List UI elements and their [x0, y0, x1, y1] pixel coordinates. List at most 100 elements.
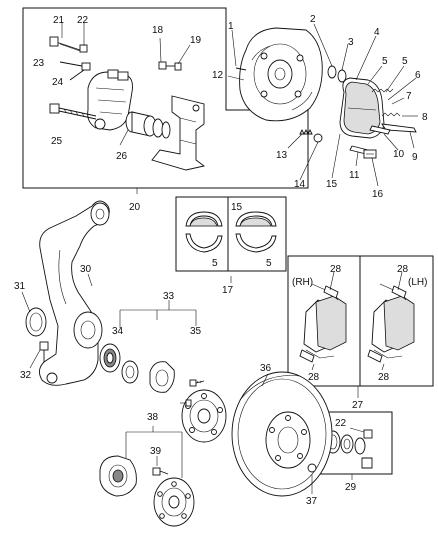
drum-brake-leaders — [227, 23, 418, 187]
callout-12: 12 — [212, 70, 224, 81]
shoe-set-left — [185, 211, 223, 253]
hub-assembly-flange-part — [153, 477, 195, 527]
hub-assembly-group — [99, 426, 195, 527]
caliper-leaders — [61, 22, 191, 194]
callout-3: 3 — [348, 37, 354, 48]
hub-part — [149, 361, 175, 393]
adjuster-spring-part — [381, 112, 401, 117]
label-rh: (RH) — [292, 277, 313, 288]
callout-33: 33 — [163, 291, 175, 302]
callout-28c: 28 — [308, 372, 320, 383]
shoe-set-group — [175, 196, 287, 283]
brake-pad-lh — [367, 283, 415, 363]
callout-13: 13 — [276, 150, 288, 161]
hub-bearing-group — [99, 300, 227, 443]
guide-bolt-part — [49, 103, 97, 120]
callout-35: 35 — [190, 326, 202, 337]
callout-38: 38 — [147, 412, 159, 423]
callout-5a: 5 — [382, 56, 388, 67]
pad-set-group — [287, 255, 434, 398]
callout-26: 26 — [116, 151, 128, 162]
seal-bolt-part — [361, 457, 373, 469]
pin-part — [235, 67, 247, 71]
callout-19: 19 — [190, 35, 202, 46]
label-lh: (LH) — [408, 277, 427, 288]
callout-2: 2 — [310, 14, 316, 25]
callout-17: 17 — [222, 285, 234, 296]
backing-plate-part — [239, 27, 323, 122]
wheel-cylinder-part — [363, 149, 377, 159]
callout-labels: 1 2 3 4 5 5 5 5 6 7 8 9 10 11 12 13 14 1… — [14, 14, 428, 507]
bearing-part — [99, 343, 121, 373]
callout-5d: 5 — [266, 258, 272, 269]
callout-1: 1 — [228, 21, 234, 32]
callout-9: 9 — [412, 152, 418, 163]
callout-5b: 5 — [402, 56, 408, 67]
callout-15a: 15 — [326, 179, 338, 190]
wheel-stud-part — [189, 379, 205, 387]
callout-5c: 5 — [212, 258, 218, 269]
bleeder-bolt-part — [49, 36, 81, 52]
shoe-set-right — [235, 211, 277, 253]
callout-10: 10 — [393, 149, 405, 160]
return-spring-part — [371, 88, 394, 93]
callout-32: 32 — [20, 370, 32, 381]
callout-21: 21 — [53, 15, 65, 26]
washer-part — [327, 65, 337, 79]
callout-14: 14 — [294, 179, 306, 190]
callout-22b: 22 — [335, 418, 347, 429]
hold-down-cup-part — [313, 133, 323, 143]
callout-27: 27 — [352, 400, 364, 411]
callout-39: 39 — [150, 446, 162, 457]
callout-16: 16 — [372, 189, 384, 200]
callout-30: 30 — [80, 264, 92, 275]
callout-37: 37 — [306, 496, 318, 507]
callout-22a: 22 — [77, 15, 89, 26]
piston-seal-kit-part — [125, 111, 171, 139]
callout-31: 31 — [14, 281, 26, 292]
callout-23: 23 — [33, 58, 45, 69]
bearing-seal-part — [121, 360, 139, 384]
seal-cap-part — [363, 429, 373, 439]
strut-part — [369, 125, 391, 135]
knuckle-bolt-part — [39, 341, 49, 362]
callout-28a: 28 — [330, 264, 342, 275]
drum-brake-assembly — [227, 23, 418, 187]
hub-flange-part — [181, 389, 227, 443]
dust-shield-part — [25, 307, 47, 337]
caliper-group — [22, 7, 309, 194]
shoe-set-frame — [175, 196, 287, 272]
callout-11: 11 — [349, 170, 360, 181]
brake-pad-rh — [299, 283, 347, 363]
callout-4: 4 — [374, 27, 380, 38]
callout-28b: 28 — [397, 264, 409, 275]
callout-6: 6 — [415, 70, 421, 81]
callout-28d: 28 — [378, 372, 390, 383]
callout-25: 25 — [51, 136, 63, 147]
brake-shoe-part — [339, 77, 385, 139]
callout-34: 34 — [112, 326, 124, 337]
bleeder-cap-part — [79, 44, 88, 53]
piston-seal-part — [340, 434, 354, 454]
bracket-bolt-part — [158, 61, 182, 71]
callout-7: 7 — [406, 91, 412, 102]
hub-assembly-bearing-part — [99, 455, 137, 497]
callout-20: 20 — [129, 202, 141, 213]
caliper-bracket-part — [151, 95, 206, 171]
caliper-body-part — [87, 69, 133, 131]
dust-boot-part — [354, 437, 366, 455]
callout-15b: 15 — [231, 202, 243, 213]
callout-36: 36 — [260, 363, 272, 374]
callout-24: 24 — [52, 77, 64, 88]
hold-down-spring-part — [299, 128, 313, 136]
callout-29: 29 — [345, 482, 357, 493]
hub-assembly-stud-part — [152, 467, 169, 476]
callout-8: 8 — [422, 112, 428, 123]
brake-disc-part — [231, 371, 333, 497]
callout-18: 18 — [152, 25, 164, 36]
disc-screw-part — [307, 463, 317, 473]
bleeder-screw-part — [81, 62, 91, 71]
lower-leaders — [21, 273, 313, 494]
